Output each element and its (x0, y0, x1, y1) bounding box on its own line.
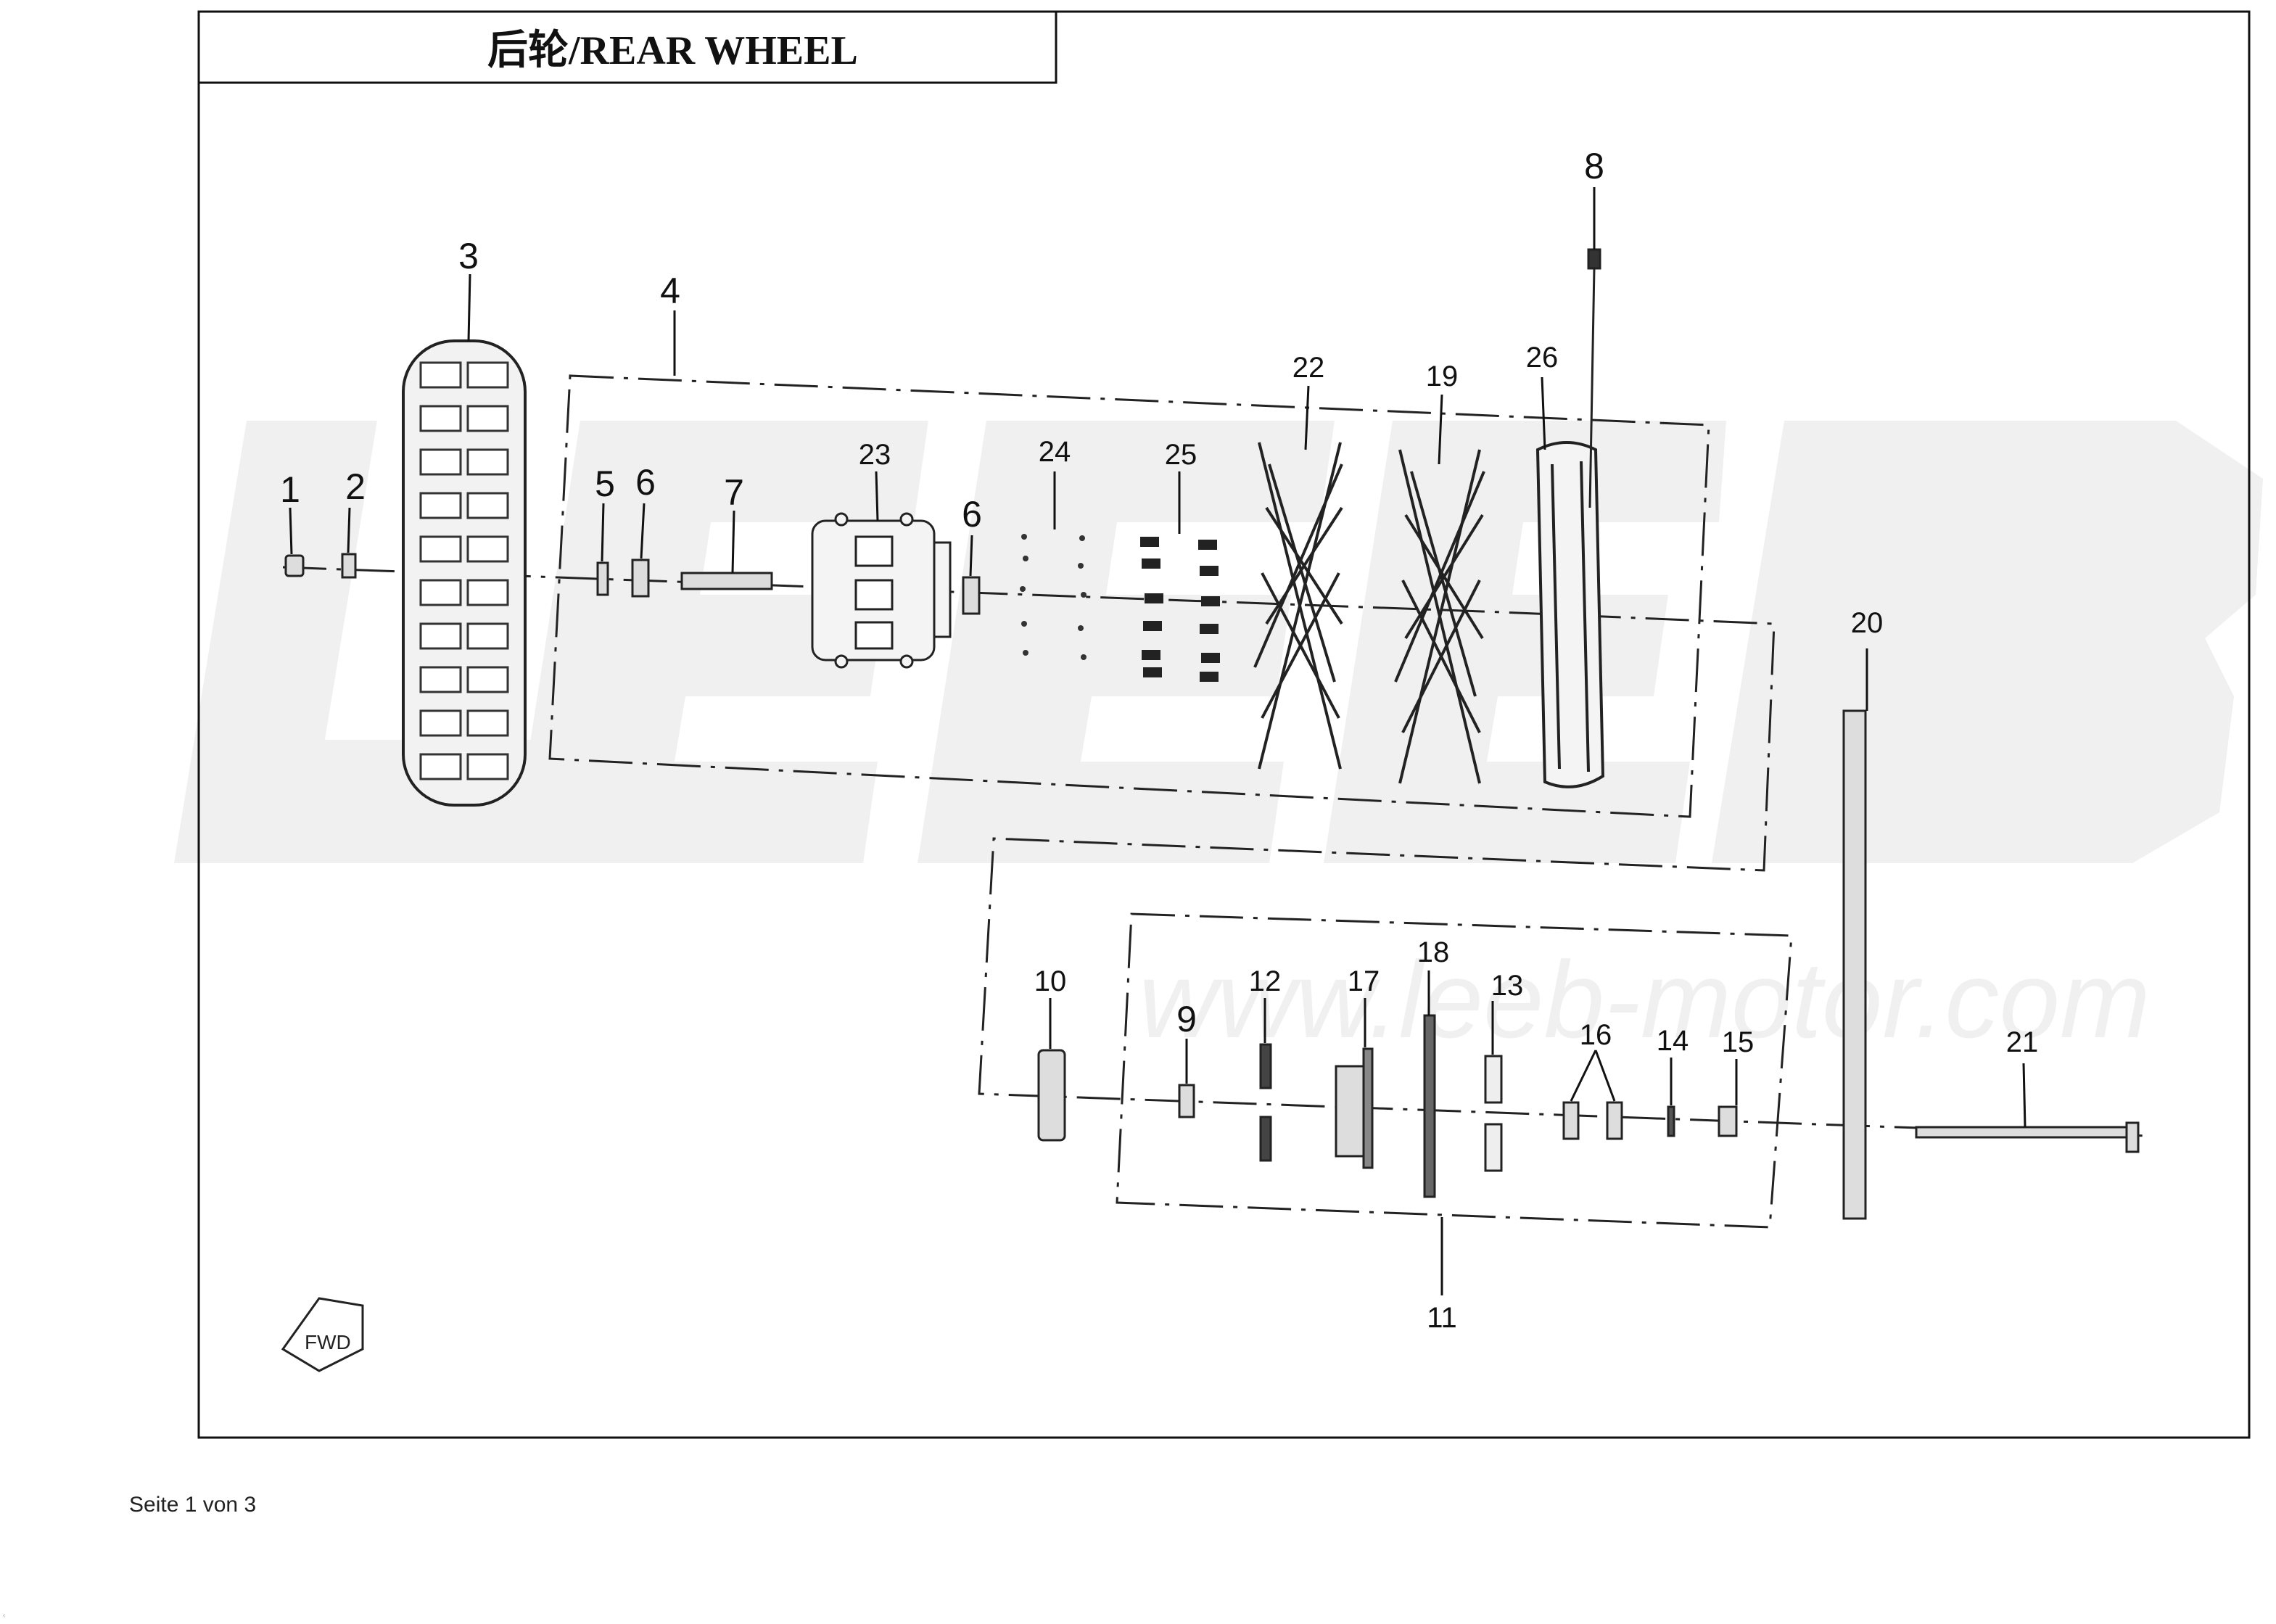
axle-head (2125, 1121, 2140, 1153)
callout-7: 7 (724, 472, 744, 513)
spacer-9 (1178, 1084, 1195, 1118)
callout-10: 10 (1034, 965, 1067, 997)
callout-21: 21 (2006, 1026, 2039, 1058)
callout-16: 16 (1580, 1019, 1612, 1051)
callout-25: 25 (1165, 439, 1197, 471)
spokes-outer (1253, 442, 1343, 770)
callouts: 1 2 3 4 5 6 6 7 8 9 10 11 12 13 14 15 16… (280, 146, 2038, 1334)
page-title: 后轮/REAR WHEEL (487, 28, 858, 73)
fwd-arrow-icon: FWD (281, 1297, 364, 1372)
title-box: 后轮/REAR WHEEL (197, 10, 1057, 84)
callout-18: 18 (1417, 936, 1450, 968)
callout-5: 5 (595, 463, 615, 504)
callout-14: 14 (1657, 1025, 1689, 1057)
sprocket-plate (1362, 1047, 1374, 1169)
callout-2: 2 (345, 466, 366, 507)
tool-20 (1842, 709, 1867, 1220)
callout-23: 23 (859, 439, 891, 471)
callout-6b: 6 (962, 494, 982, 535)
callout-17: 17 (1348, 965, 1380, 997)
hub-assembly-outline (548, 374, 1710, 818)
watermark: www.leeb-motor.com (174, 421, 2263, 1060)
callout-26: 26 (1526, 342, 1559, 374)
drive-sprocket (1037, 1049, 1066, 1142)
bolts-12b (1259, 1116, 1272, 1162)
bolts-13a (1484, 1055, 1503, 1104)
left-axle-parts (284, 553, 981, 615)
callout-11: 11 (1427, 1302, 1457, 1334)
circlip-14 (1667, 1105, 1675, 1137)
callout-12: 12 (1249, 965, 1282, 997)
axle-21 (1915, 1126, 2135, 1139)
callout-22: 22 (1292, 352, 1325, 384)
seal-15 (1718, 1105, 1738, 1137)
callout-9: 9 (1176, 999, 1197, 1039)
sprocket-chainring (1423, 1014, 1436, 1198)
leeb-watermark-logo (174, 421, 2263, 863)
rim (1535, 441, 1605, 788)
sprocket-assembly-outline (1116, 912, 1793, 1229)
dust-seal (596, 561, 609, 596)
callout-13: 13 (1491, 970, 1524, 1002)
spoke-nipples-set-2 (1140, 537, 1220, 682)
spoke-nipples (1020, 534, 1087, 660)
callout-4: 4 (660, 271, 680, 311)
callout-20: 20 (1851, 607, 1884, 639)
callout-3: 3 (458, 236, 479, 276)
callout-15: 15 (1722, 1026, 1755, 1058)
corner-mark: ‹ (3, 1612, 6, 1620)
bolts-12a (1259, 1043, 1272, 1089)
bearing-16b (1606, 1101, 1623, 1140)
diagram-frame (197, 10, 2251, 1439)
spokes-inner (1394, 449, 1485, 784)
callout-24: 24 (1039, 436, 1071, 468)
tire (402, 339, 527, 807)
callout-19: 19 (1426, 360, 1459, 392)
wheel-hub (811, 512, 952, 669)
sprocket-side-parts (1037, 709, 2140, 1220)
fwd-label: FWD (305, 1331, 351, 1353)
bearing-right (962, 576, 981, 615)
spacer-tube (680, 572, 773, 590)
page-footer: Seite 1 von 3 (129, 1493, 257, 1517)
callout-6a: 6 (635, 462, 656, 503)
watermark-url: www.leeb-motor.com (1139, 939, 2151, 1060)
axle-nut (284, 554, 305, 577)
callout-8: 8 (1584, 146, 1604, 186)
leader-lines (289, 187, 2026, 1295)
callout-1: 1 (280, 469, 300, 510)
washer (341, 553, 357, 579)
bearing-left (631, 558, 650, 598)
bearing-16a (1562, 1101, 1580, 1140)
bolts-13b (1484, 1123, 1503, 1172)
